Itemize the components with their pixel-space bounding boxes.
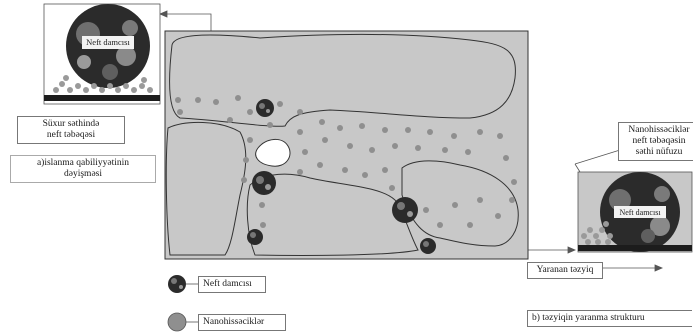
oil-droplet-icon [168,275,186,293]
surface-layer-line1: Süxur səthində [22,119,120,130]
right-inset-substrate [578,245,692,251]
oil-droplet-4 [392,197,418,223]
surface-layer-line2: neft təbəqəsi [22,130,120,141]
legend-nanoparticles-label: Nanohissəciklər [198,314,286,331]
pressure-created-caption: Yaranan təzyiq [527,262,603,279]
right-inset-droplet-label: Neft damcısı [614,207,666,218]
oil-droplet-1 [256,99,274,117]
nanoparticles-note-line1: Nanohissəciklər [623,125,693,136]
nanoparticles-penetration-caption: Nanohissəciklər neft təbəqəsin səthi nüf… [618,122,693,161]
wettability-line1: a)islanma qabiliyyətinin [15,158,151,169]
pressure-structure-caption: b) təzyiqin yaranma strukturu [527,310,692,327]
oil-droplet-2 [252,171,276,195]
connector-right-upper [575,164,580,172]
nanoparticles-note-line3: səthi nüfuzu [623,147,693,158]
wettability-line2: dəyişməsi [15,169,151,180]
wettability-caption: a)islanma qabiliyyətinin dəyişməsi [10,155,156,183]
left-inset-droplet-label: Neft damcısı [82,37,134,48]
surface-layer-caption: Süxur səthində neft təbəqəsi [17,116,125,144]
left-inset-substrate [44,95,160,101]
nanoparticle-icon [168,313,186,331]
nanoparticles-note-line2: neft təbəqəsin [623,136,693,147]
legend-oil-droplet-label: Neft damcısı [198,276,266,293]
left-inset [44,4,160,104]
legend-icons [168,275,198,331]
